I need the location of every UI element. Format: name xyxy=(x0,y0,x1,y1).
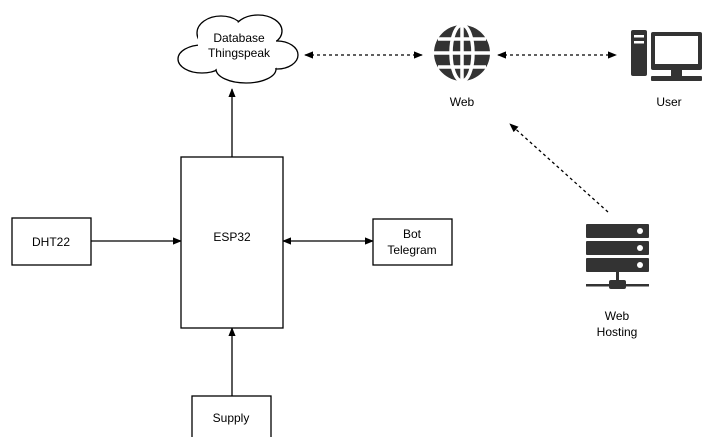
database-label-line2: Thingspeak xyxy=(208,46,271,60)
supply-label: Supply xyxy=(213,411,250,425)
bot-label-line2: Telegram xyxy=(387,243,436,257)
database-cloud: Database Thingspeak xyxy=(177,14,299,84)
esp32-block: ESP32 xyxy=(180,156,284,329)
dht22-block: DHT22 xyxy=(11,217,92,266)
hosting-label-line2: Hosting xyxy=(597,325,638,339)
bot-telegram-block: Bot Telegram xyxy=(372,218,453,266)
user-label: User xyxy=(656,95,681,109)
globe-icon xyxy=(434,23,490,83)
web-hosting-node: Web Hosting xyxy=(586,224,649,339)
supply-block: Supply xyxy=(191,395,272,442)
desktop-computer-icon xyxy=(631,30,702,81)
user-node: User xyxy=(631,30,702,109)
bot-label-line1: Bot xyxy=(403,227,422,241)
server-rack-icon xyxy=(586,224,649,289)
database-label-line1: Database xyxy=(213,31,265,45)
esp32-label: ESP32 xyxy=(213,230,251,244)
web-node: Web xyxy=(434,23,490,109)
dht22-label: DHT22 xyxy=(32,235,70,249)
web-label: Web xyxy=(450,95,475,109)
hosting-label-line1: Web xyxy=(605,309,630,323)
connector-hosting-web xyxy=(509,123,609,213)
